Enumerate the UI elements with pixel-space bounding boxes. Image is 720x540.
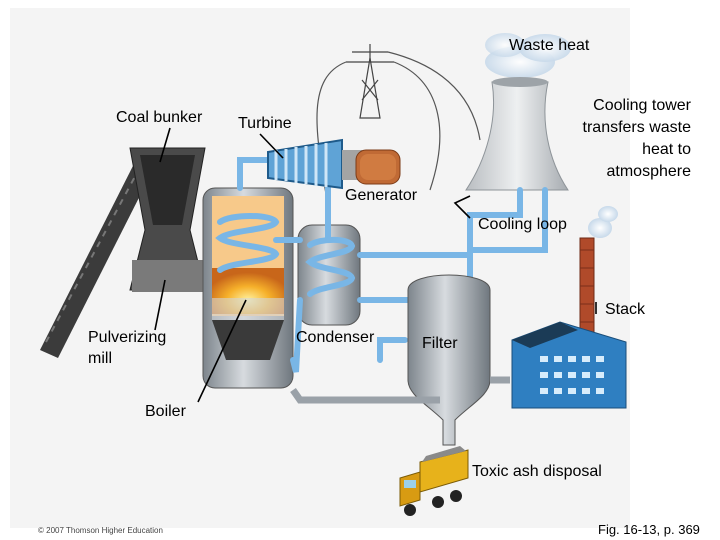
generator bbox=[342, 149, 401, 185]
turbine bbox=[267, 138, 343, 190]
leader-lines bbox=[154, 127, 597, 403]
label-cooling-tower-line4: atmosphere bbox=[606, 163, 692, 180]
label-boiler: Boiler bbox=[145, 403, 186, 420]
coal-bunker bbox=[129, 147, 206, 292]
label-cooling-tower-line2: transfers waste bbox=[582, 119, 691, 136]
cooling-tower bbox=[465, 33, 571, 191]
label-waste-heat: Waste heat bbox=[509, 37, 590, 54]
label-turbine: Turbine bbox=[238, 115, 292, 132]
label-pulverizing-line2: mill bbox=[88, 350, 112, 367]
label-toxic-ash-disposal: Toxic ash disposal bbox=[472, 463, 602, 480]
label-filter: Filter bbox=[422, 335, 458, 352]
label-pulverizing-line1: Pulverizing bbox=[88, 329, 167, 346]
figure-reference: Fig. 16-13, p. 369 bbox=[598, 522, 700, 537]
label-stack: Stack bbox=[605, 301, 646, 318]
industrial-building bbox=[511, 321, 627, 409]
label-generator: Generator bbox=[345, 187, 418, 204]
label-cooling-tower-line1: Cooling tower bbox=[593, 97, 691, 114]
dump-truck bbox=[399, 446, 469, 516]
copyright-credit: © 2007 Thomson Higher Education bbox=[38, 526, 163, 535]
label-cooling-tower-line3: heat to bbox=[642, 141, 691, 158]
filter bbox=[290, 274, 510, 446]
label-coal-bunker: Coal bunker bbox=[116, 109, 203, 126]
label-condenser: Condenser bbox=[296, 329, 375, 346]
label-cooling-loop: Cooling loop bbox=[478, 216, 567, 233]
